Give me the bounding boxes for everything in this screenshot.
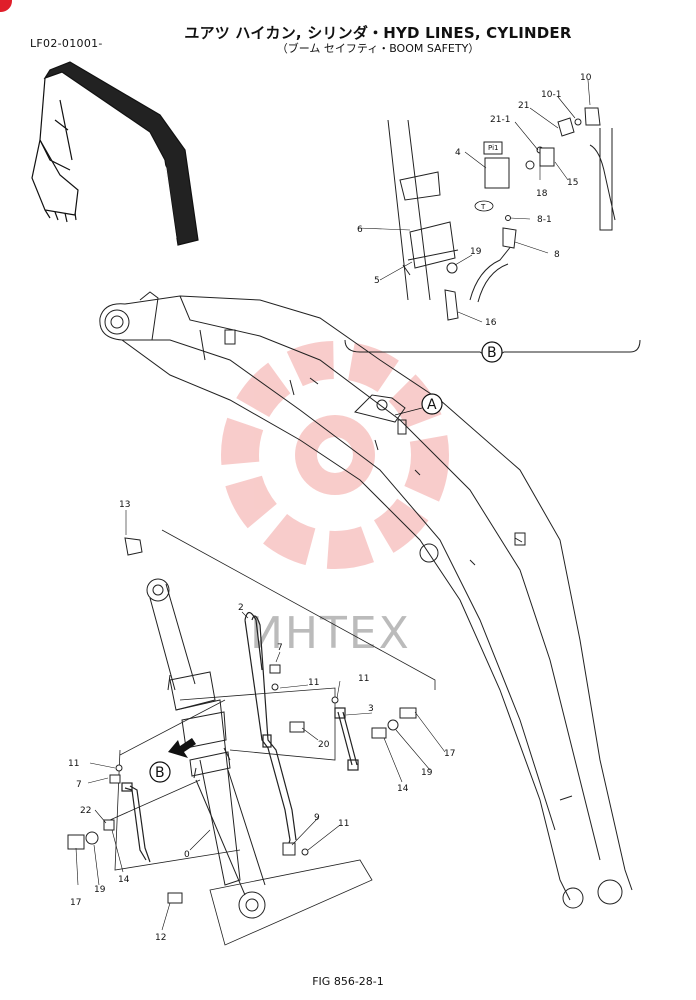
- watermark-text: ИНТЕХ: [250, 608, 411, 659]
- part-label-10: 10: [580, 73, 592, 83]
- part-label-19: 19: [421, 768, 433, 778]
- part-label-18: 18: [536, 189, 548, 199]
- part-label-11: 11: [308, 678, 319, 688]
- part-label-10-1: 10-1: [541, 90, 561, 100]
- leader-lines: [75, 79, 591, 931]
- svg-text:B: B: [155, 765, 165, 781]
- part-label-6: 6: [357, 225, 363, 235]
- part-label-15: 15: [567, 178, 578, 188]
- part-label-14: 14: [118, 875, 130, 885]
- part-label-7: 7: [76, 780, 82, 790]
- exploded-frame: [109, 529, 436, 946]
- part-label-9: 9: [314, 813, 320, 823]
- part-label-11: 11: [358, 674, 369, 684]
- catalog-code: LF02-01001-: [30, 37, 103, 50]
- part-label-4: 4: [455, 148, 461, 158]
- part-label-13: 13: [119, 500, 130, 510]
- callout-a: A: [394, 393, 443, 416]
- hose-22: [121, 782, 151, 863]
- part-label-19: 19: [470, 247, 482, 257]
- view-arrow-icon: [168, 738, 196, 758]
- boom-cylinder: [146, 578, 266, 919]
- part-label-17: 17: [70, 898, 81, 908]
- pilot-port-label: Pi1: [488, 144, 498, 152]
- fittings: [67, 537, 417, 904]
- pipe-3: [334, 707, 359, 771]
- tank-port-label: T: [480, 203, 486, 211]
- page-title: ユアツ ハイカン, シリンダ・HYD LINES, CYLINDER: [184, 24, 572, 42]
- part-label-8: 8: [554, 250, 560, 260]
- part-label-16: 16: [485, 318, 497, 328]
- watermark-gear: [221, 341, 449, 569]
- part-label-17: 17: [444, 749, 455, 759]
- part-label-20: 20: [318, 740, 330, 750]
- part-label-11: 11: [338, 819, 349, 829]
- part-label-2: 2: [238, 603, 244, 613]
- part-label-8-1: 8-1: [537, 215, 552, 225]
- page-subtitle: （ブーム セイフティ・BOOM SAFETY）: [276, 42, 480, 55]
- svg-text:A: A: [427, 397, 437, 413]
- part-label-21-1: 21-1: [490, 115, 510, 125]
- part-label-14: 14: [397, 784, 409, 794]
- part-label-0: 0: [184, 850, 190, 860]
- part-label-21: 21: [518, 101, 529, 111]
- callout-b: B: [149, 761, 171, 783]
- part-labels: 13 2 7 11 11 3 20 17 19 14 11 7 22 14 17…: [68, 73, 592, 943]
- boom-outline: [99, 291, 633, 909]
- part-label-11: 11: [68, 759, 79, 769]
- callout-b-detail: B: [481, 341, 503, 363]
- part-label-3: 3: [368, 704, 374, 714]
- thumbnail-excavator: [31, 61, 199, 246]
- part-label-19: 19: [94, 885, 106, 895]
- part-label-5: 5: [374, 276, 380, 286]
- part-label-22: 22: [80, 806, 91, 816]
- part-label-12: 12: [155, 933, 166, 943]
- detail-b-illustration: [344, 107, 641, 361]
- hose-2: [244, 611, 297, 853]
- part-label-7: 7: [277, 643, 283, 653]
- figure-number: FIG 856-28-1: [312, 975, 384, 988]
- svg-text:B: B: [487, 345, 497, 361]
